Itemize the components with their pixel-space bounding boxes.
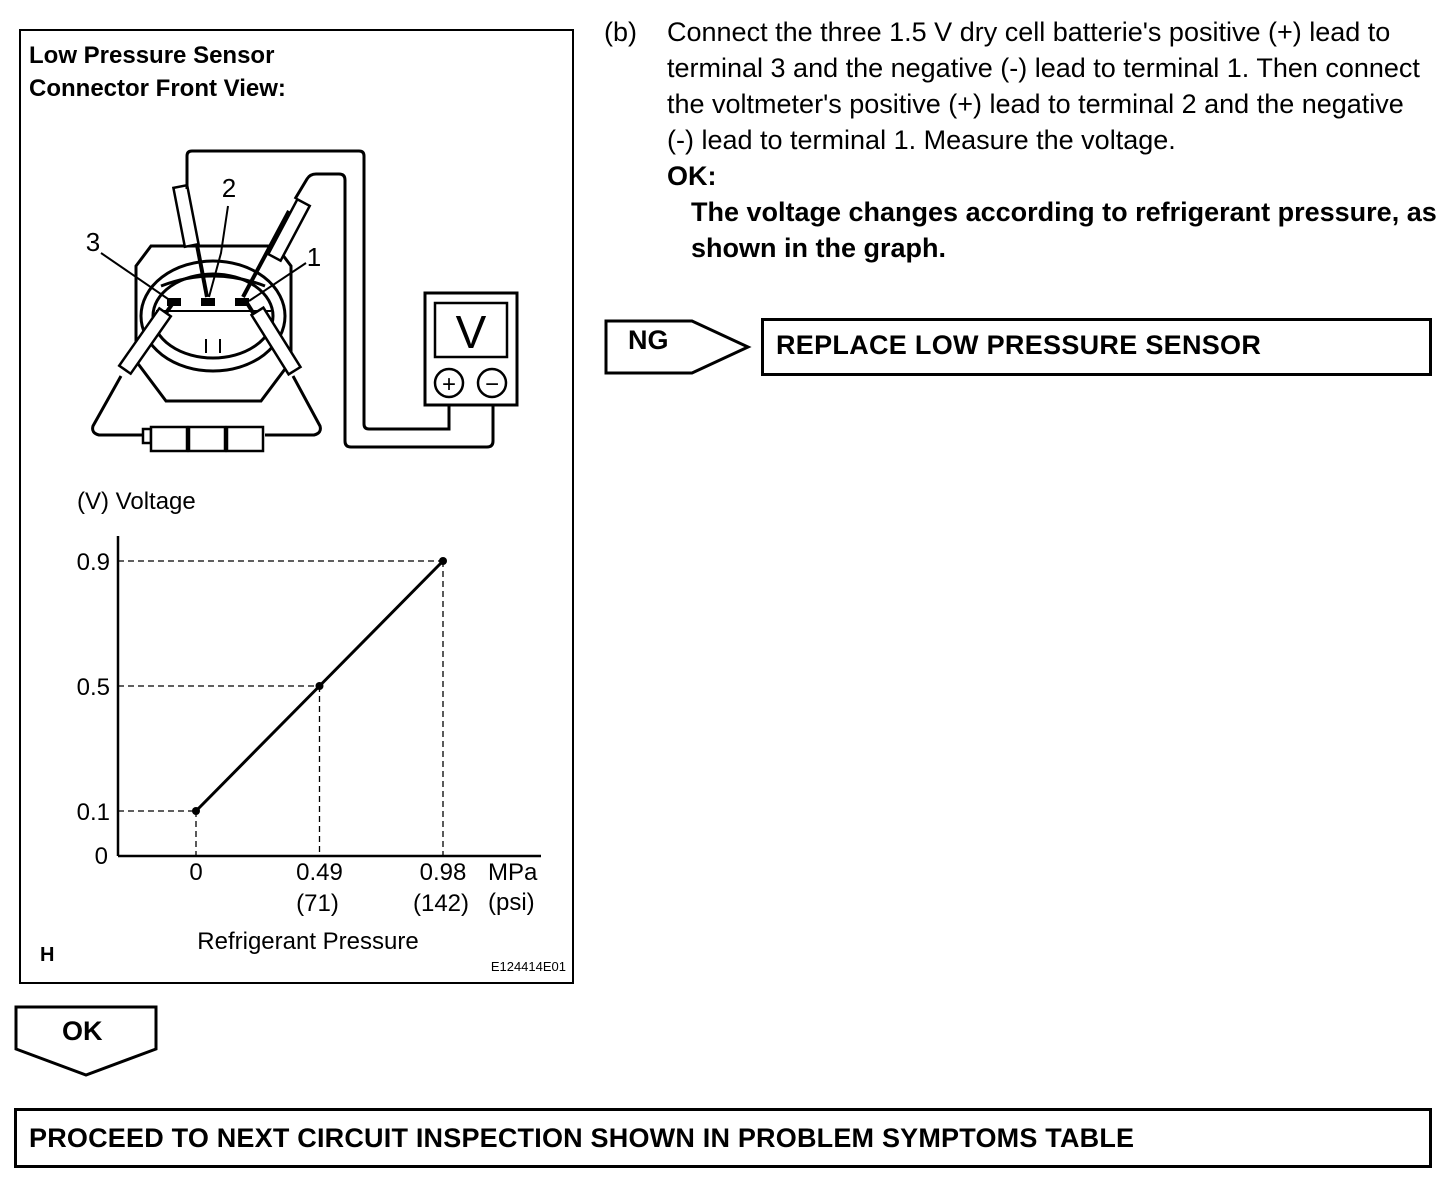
voltage-chart: 0.9 0.5 0.1 0 0 0.49 (71) 0.98 (142) — [77, 536, 541, 917]
y-tick-label-1: 0.5 — [77, 674, 110, 701]
ng-action-box: REPLACE LOW PRESSURE SENSOR — [761, 318, 1432, 376]
ok-action-box: PROCEED TO NEXT CIRCUIT INSPECTION SHOWN… — [14, 1108, 1432, 1168]
step-body: Connect the three 1.5 V dry cell batteri… — [667, 14, 1437, 266]
terminal-label-3: 3 — [86, 227, 100, 257]
terminal-2 — [201, 298, 215, 306]
terminal-label-2: 2 — [222, 173, 236, 203]
voltmeter — [423, 291, 519, 407]
wire-battery-right — [265, 375, 322, 437]
connector-illustration — [91, 149, 519, 453]
leader-terminal-2 — [208, 205, 229, 298]
figure-corner-right: E124414E01 — [491, 959, 566, 974]
figure-title-line1: Low Pressure Sensor — [29, 42, 275, 69]
leader-terminal-1 — [248, 262, 307, 302]
step-instruction: Connect the three 1.5 V dry cell batteri… — [667, 17, 1420, 155]
ok-criteria-label: OK: — [667, 161, 717, 191]
data-point-0 — [192, 807, 200, 815]
x-tick-secondary-2: (142) — [413, 890, 469, 917]
wire-voltmeter-plus — [185, 149, 451, 431]
chart-ylabel: (V) Voltage — [77, 488, 196, 515]
voltmeter-symbol: V — [456, 306, 487, 358]
data-point-2 — [439, 557, 447, 565]
wire-voltmeter-minus — [293, 172, 495, 449]
figure-svg: V + − 2 3 1 0.9 0.5 0.1 0 0 0.49 (71) 0.98 (142)… — [40, 149, 566, 974]
step-label: (b) — [604, 17, 637, 47]
chart-x-unit-secondary: (psi) — [488, 889, 535, 916]
x-tick-secondary-1: (71) — [296, 890, 339, 917]
y-tick-label-0: 0.9 — [77, 549, 110, 576]
figure-corner-left: H — [40, 944, 54, 966]
plus-terminal-icon — [433, 367, 465, 399]
x-tick-label-0: 0 — [189, 859, 202, 886]
figure-title: Low Pressure Sensor Connector Front View… — [29, 39, 286, 105]
terminal-3 — [167, 298, 181, 306]
plus-symbol: + — [442, 371, 456, 398]
terminal-1 — [235, 298, 249, 306]
battery-pack — [141, 425, 265, 453]
terminal-label-1: 1 — [307, 242, 321, 272]
ok-tag-label: OK — [62, 1016, 103, 1046]
leader-terminal-3 — [100, 252, 172, 302]
wire-battery-left — [91, 375, 149, 437]
figure-title-line2: Connector Front View: — [29, 75, 286, 102]
x-tick-label-2: 0.98 — [420, 859, 467, 886]
probe-terminal-1-voltmeter — [241, 210, 291, 298]
ng-tag-label: NG — [628, 325, 669, 355]
minus-symbol: − — [485, 371, 499, 398]
x-tick-label-1: 0.49 — [296, 859, 343, 886]
y-tick-label-2: 0.1 — [77, 799, 110, 826]
y-tick-label-origin: 0 — [95, 843, 108, 870]
minus-terminal-icon — [476, 367, 508, 399]
chart-xlabel: Refrigerant Pressure — [197, 928, 418, 955]
ng-arrow-icon — [604, 319, 752, 375]
ok-criteria-text: The voltage changes according to refrige… — [691, 197, 1437, 263]
data-point-1 — [315, 682, 324, 690]
connector-figure: V + − 2 3 1 0.9 0.5 0.1 0 0 0.49 (71) 0.98 (142)… — [19, 29, 574, 984]
ok-arrow-icon — [14, 1005, 158, 1077]
chart-x-unit-primary: MPa — [488, 859, 538, 886]
